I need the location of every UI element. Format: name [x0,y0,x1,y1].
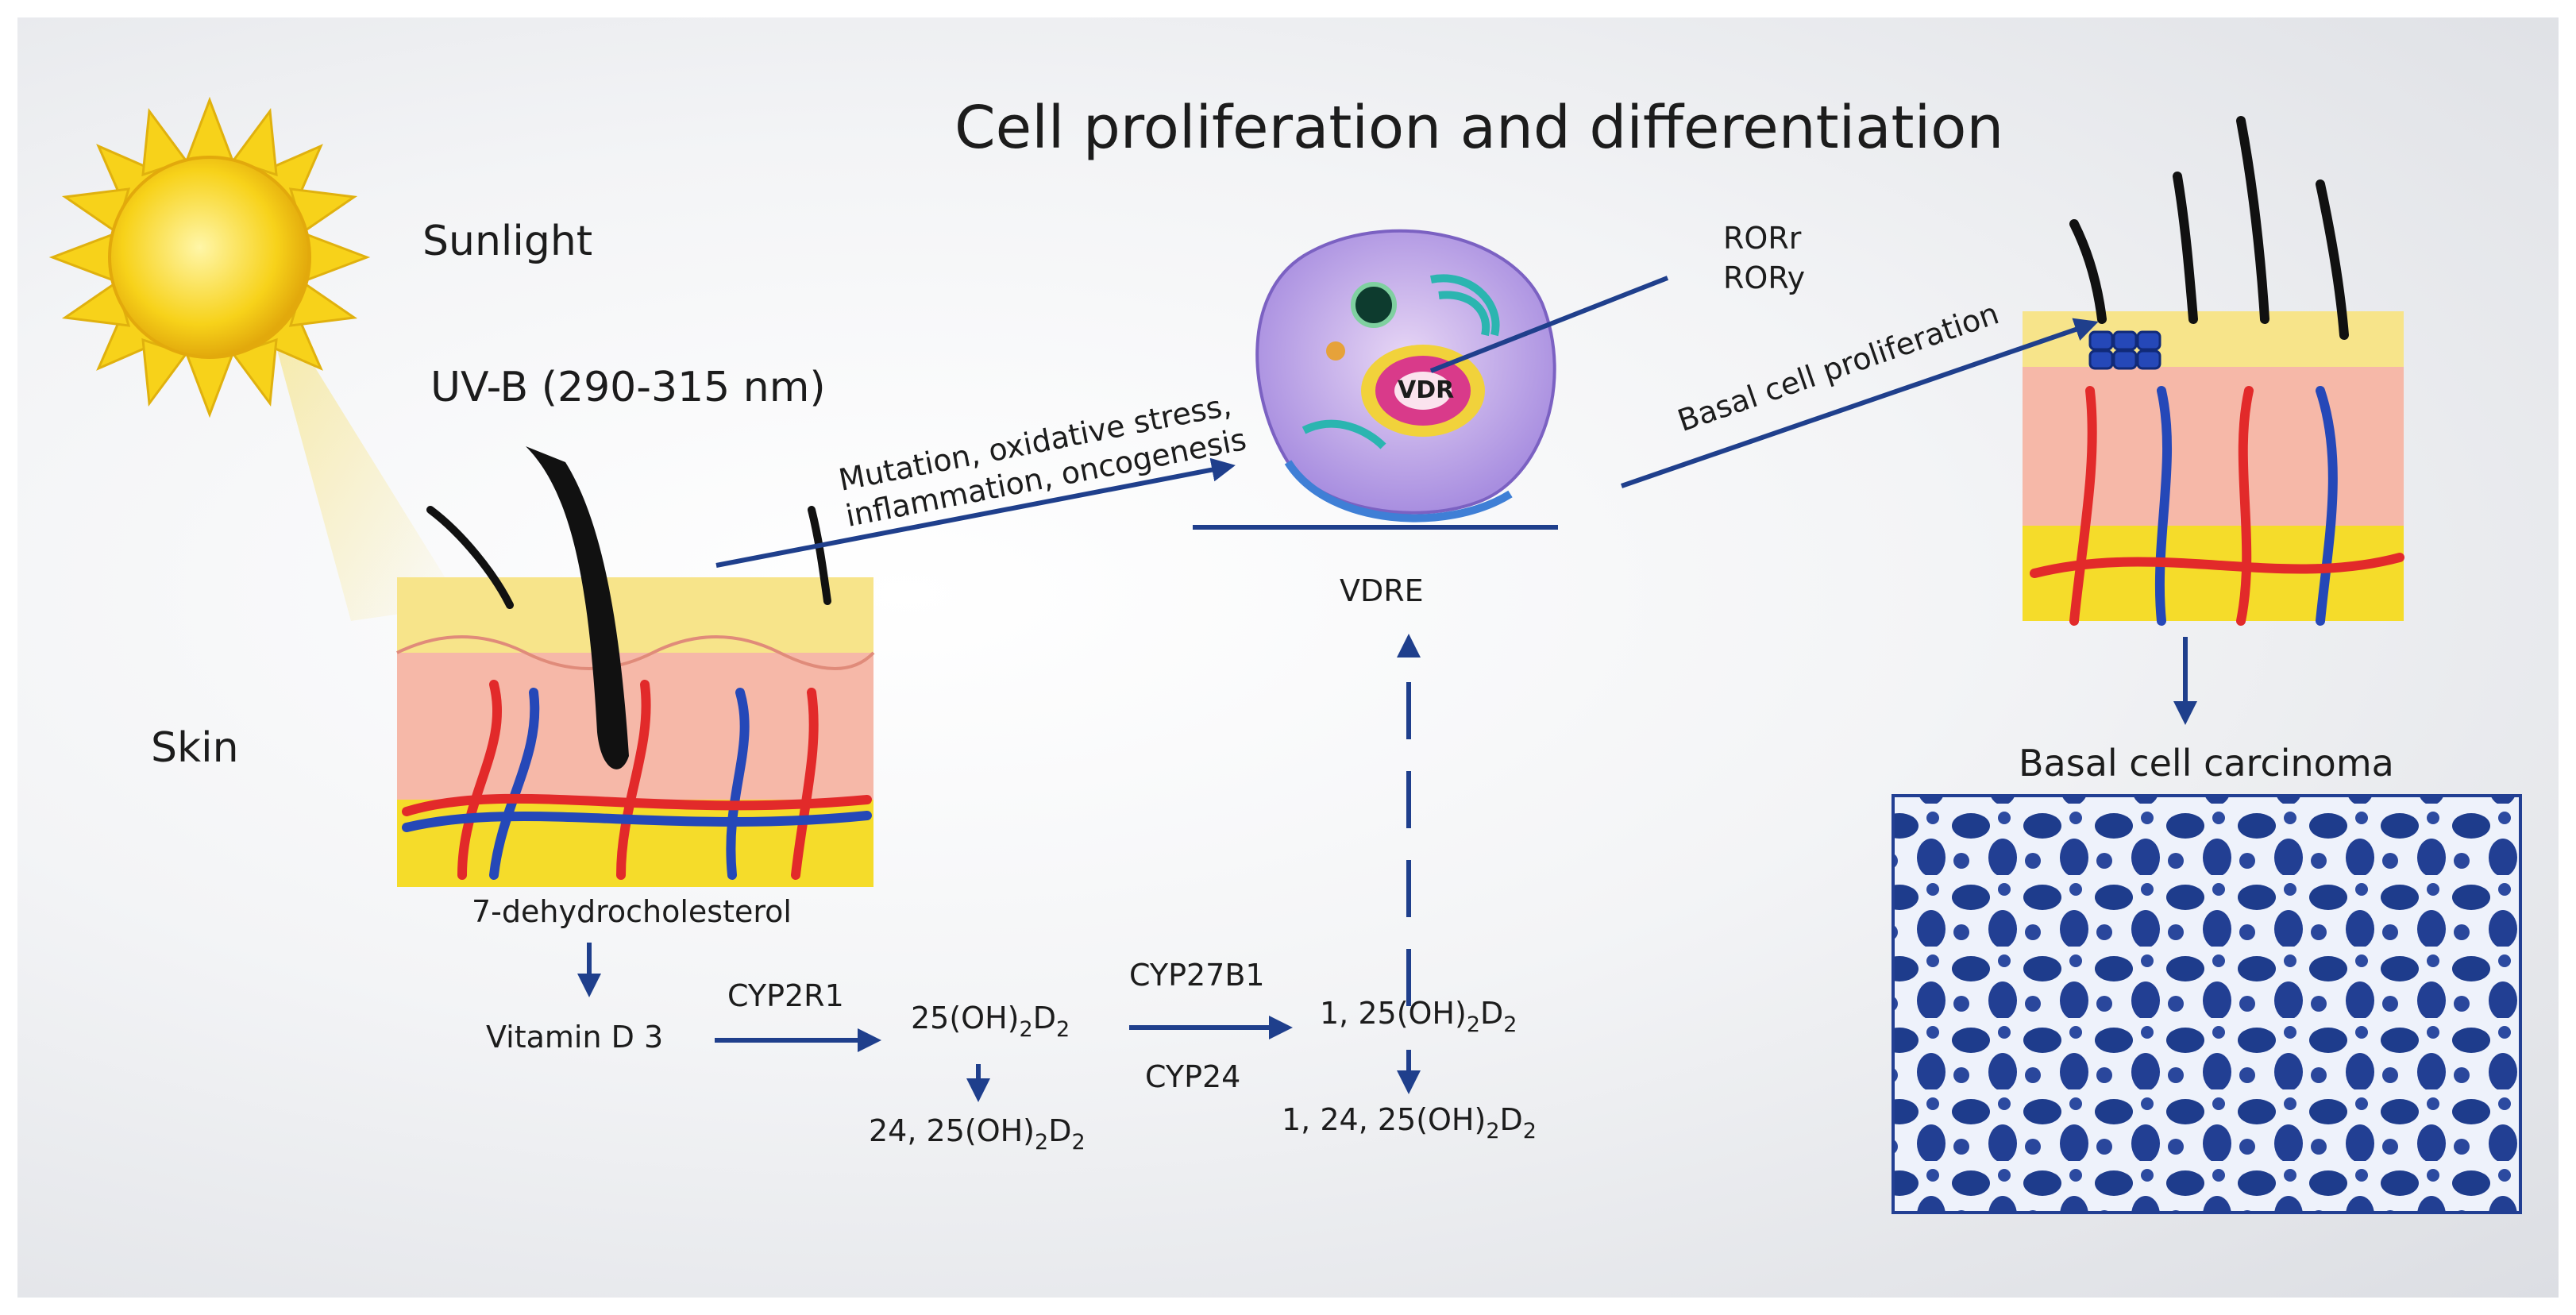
uvb-label: UV-B (290-315 nm) [430,364,826,411]
vitd3-label: Vitamin D 3 [486,1020,664,1055]
diagram-canvas: Cell proliferation and differentiation S… [17,17,2559,1298]
dehydro-label: 7-dehydrocholesterol [472,894,792,929]
ror-y-label: RORy [1723,260,1806,295]
m12425-mid: D [1499,1102,1523,1137]
m125-sub1: 2 [1466,1012,1481,1037]
metabolite-24-25: 24, 25(OH)2D2 [869,1113,1086,1155]
m2425-main: 24, 25(OH) [869,1113,1035,1148]
skin-illustration [396,446,875,887]
vdr-label: VDR [1398,376,1455,404]
arrow-ror-to-vdr [1429,276,1669,373]
sun-icon [48,96,462,621]
arrow-skin-to-cell [715,457,1236,568]
m12425-sub1: 2 [1486,1119,1500,1143]
m2425-sub2: 2 [1071,1130,1086,1155]
m2425-mid: D [1048,1113,1072,1148]
m25-sub2: 2 [1055,1017,1070,1042]
vdre-label: VDRE [1340,573,1424,608]
diagram-graphics [48,96,2522,1214]
m25-mid: D [1032,1001,1056,1035]
cell-illustration [1255,229,1556,523]
m125-sub2: 2 [1503,1012,1517,1037]
diagram-title: Cell proliferation and differentiation [954,94,2004,162]
m125-mid: D [1480,996,1504,1031]
skin-label: Skin [151,724,239,772]
m2425-sub1: 2 [1035,1130,1049,1155]
m25-main: 25(OH) [911,1001,1020,1035]
ror-r-label: RORr [1723,221,1802,256]
cyp27b1-label: CYP27B1 [1129,958,1265,993]
m25-sub1: 2 [1019,1017,1033,1042]
m12425-sub2: 2 [1522,1119,1537,1143]
metabolite-1-24-25: 1, 24, 25(OH)2D2 [1282,1102,1537,1143]
m125-main: 1, 25(OH) [1320,996,1467,1031]
metabolite-1-25: 1, 25(OH)2D2 [1320,996,1517,1037]
bcc-label: Basal cell carcinoma [2019,742,2394,785]
sunlight-label: Sunlight [422,218,593,265]
arrow-cell-to-skin [1621,318,2099,488]
histology-image [1892,794,2522,1214]
metabolite-25: 25(OH)2D2 [911,1001,1070,1042]
skin-proliferation-illustration [2023,116,2404,626]
cyp2r1-label: CYP2R1 [727,978,844,1013]
cyp24-label: CYP24 [1145,1059,1241,1094]
m12425-main: 1, 24, 25(OH) [1282,1102,1487,1137]
